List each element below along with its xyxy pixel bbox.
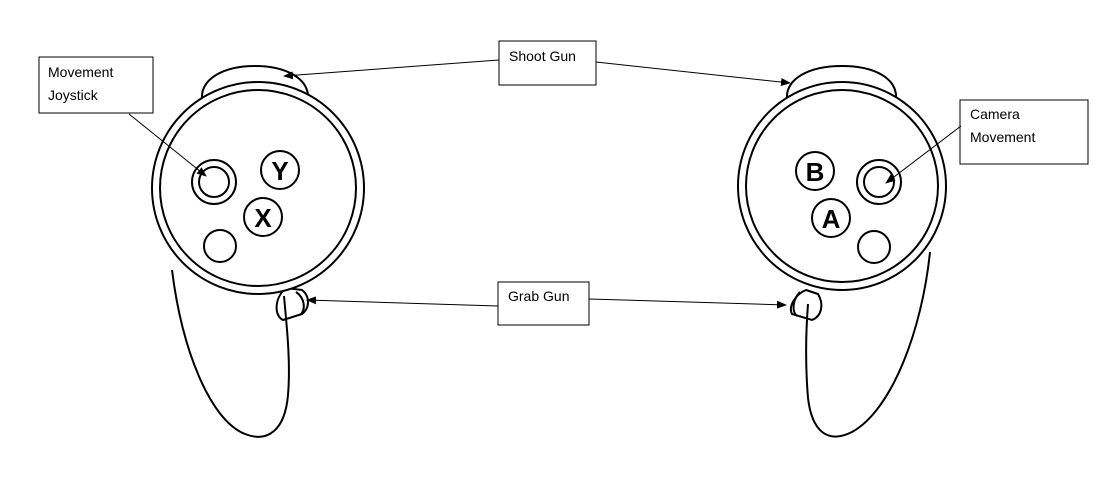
right-trigger	[785, 64, 898, 101]
arrows	[128, 59, 962, 309]
movement-joystick-label-line2: Joystick	[48, 87, 99, 103]
left-handle	[171, 269, 290, 438]
shoot-gun-callout: Shoot Gun	[498, 40, 597, 86]
right-button-b	[795, 151, 835, 191]
left-button-x	[243, 197, 283, 237]
left-joystick-inner	[198, 166, 230, 198]
shoot-gun-label: Shoot Gun	[509, 48, 576, 64]
left-inner-ring	[159, 89, 357, 287]
left-joystick-outer	[191, 159, 237, 205]
arrow-movement-joystick	[128, 113, 207, 177]
right-outer-ring	[737, 81, 947, 291]
arrow-shoot-gun-right	[595, 61, 791, 87]
right-joystick-outer	[856, 159, 902, 205]
arrow-camera-movement	[885, 125, 962, 184]
camera-movement-label-line2: Movement	[970, 129, 1035, 145]
left-menu-button	[203, 229, 237, 263]
left-button-y-label: Y	[271, 156, 288, 186]
right-menu-button	[857, 230, 891, 264]
left-trigger	[200, 64, 310, 101]
arrow-grab-gun-left	[306, 296, 499, 307]
movement-joystick-label-line1: Movement	[48, 64, 113, 80]
left-button-x-label: X	[254, 203, 272, 233]
arrow-grab-gun-right	[588, 298, 787, 309]
right-inner-ring	[745, 89, 939, 283]
right-button-a-label: A	[822, 204, 841, 234]
grab-gun-callout: Grab Gun	[497, 281, 590, 326]
left-controller	[151, 64, 365, 438]
right-button-a	[811, 198, 851, 238]
right-controller	[737, 64, 947, 438]
arrow-shoot-gun-left	[283, 59, 500, 80]
left-outer-ring	[151, 81, 365, 295]
camera-movement-label-line1: Camera	[970, 106, 1020, 122]
right-handle	[805, 251, 931, 438]
right-button-b-label: B	[806, 157, 825, 187]
movement-joystick-callout: Movement Joystick	[38, 56, 154, 114]
left-button-y	[260, 150, 300, 190]
grab-gun-label: Grab Gun	[508, 288, 569, 304]
camera-movement-callout: Camera Movement	[959, 99, 1089, 165]
